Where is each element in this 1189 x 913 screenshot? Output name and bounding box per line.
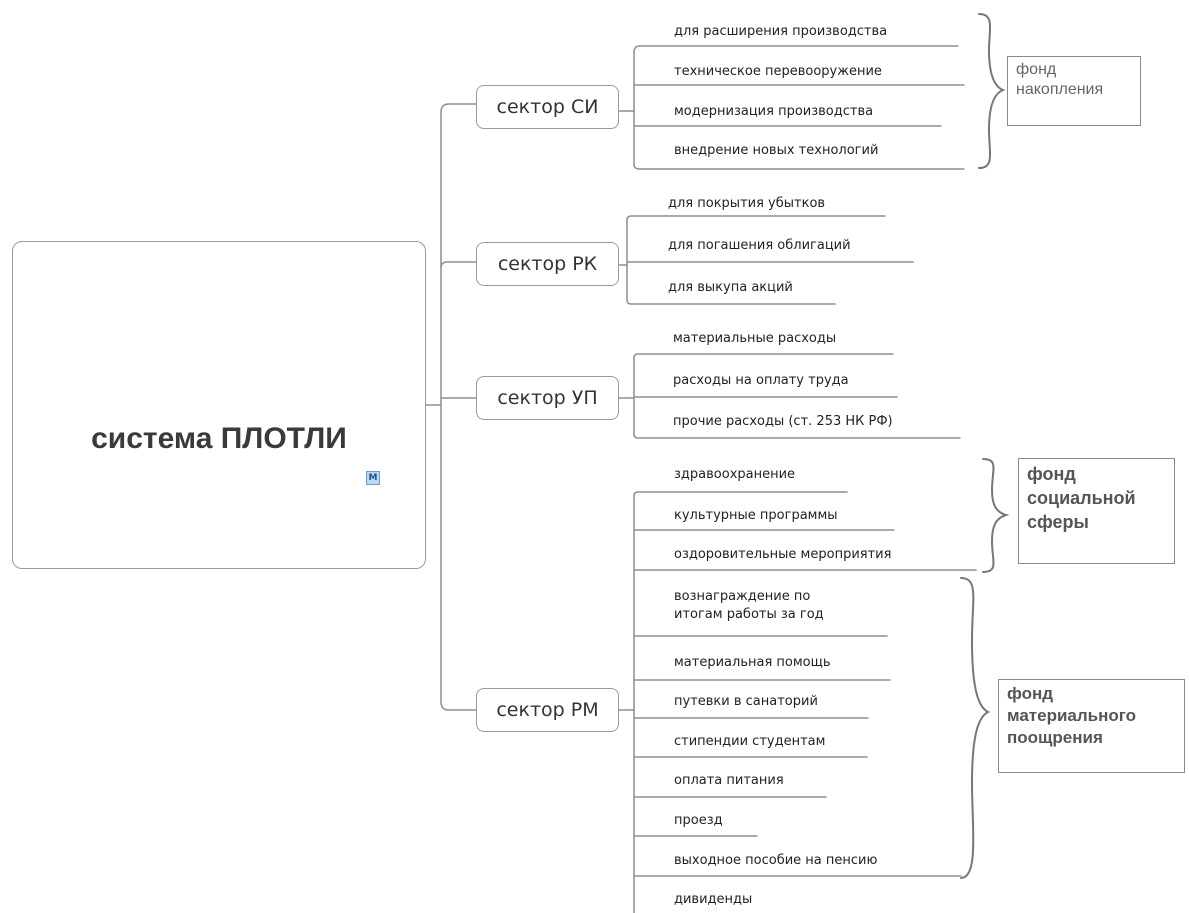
leaf-item[interactable]: техническое перевооружение xyxy=(674,64,882,79)
fund-accumulation-box[interactable]: фонд накопления xyxy=(1007,56,1141,126)
leaf-item[interactable]: здравоохранение xyxy=(674,467,796,482)
fund-incentive-box[interactable]: фонд материального поощрения xyxy=(998,679,1185,773)
leaf-item[interactable]: прочие расходы (ст. 253 НК РФ) xyxy=(673,414,893,429)
leaf-item[interactable]: для погашения облигаций xyxy=(668,238,851,253)
leaf-item[interactable]: вознаграждение по итогам работы за год xyxy=(674,589,824,622)
leaf-item[interactable]: оплата питания xyxy=(674,773,784,788)
fund-line: фонд xyxy=(1016,61,1057,78)
sector-rk-node[interactable]: сектор РК xyxy=(476,242,619,286)
leaf-item[interactable]: расходы на оплату труда xyxy=(673,373,849,388)
leaf-item[interactable]: материальная помощь xyxy=(674,655,831,670)
leaf-item[interactable]: культурные программы xyxy=(674,508,838,523)
sector-si-node[interactable]: сектор СИ xyxy=(476,85,619,129)
leaf-item[interactable]: материальные расходы xyxy=(673,331,837,346)
central-topic[interactable]: система ПЛОТЛИ M xyxy=(12,241,426,569)
markers-badge-icon[interactable]: M xyxy=(366,471,380,485)
central-title: система ПЛОТЛИ xyxy=(91,422,347,455)
leaf-item[interactable]: для покрытия убытков xyxy=(668,196,826,211)
fund-line: материального xyxy=(1007,706,1137,725)
fund-line: социальной xyxy=(1027,488,1136,508)
leaf-item[interactable]: выходное пособие на пенсию xyxy=(674,853,878,868)
leaf-item[interactable]: внедрение новых технологий xyxy=(674,143,879,158)
leaf-item[interactable]: стипендии студентам xyxy=(674,734,826,749)
leaf-item[interactable]: дивиденды xyxy=(674,892,753,907)
leaf-item[interactable]: проезд xyxy=(674,813,723,828)
leaf-item[interactable]: для расширения производства xyxy=(674,24,888,39)
fund-line: фонд xyxy=(1007,684,1054,703)
fund-line: накопления xyxy=(1016,81,1104,98)
fund-line: поощрения xyxy=(1007,728,1103,747)
leaf-item[interactable]: путевки в санаторий xyxy=(674,694,818,709)
sector-up-node[interactable]: сектор УП xyxy=(476,376,619,420)
sector-rm-node[interactable]: сектор РМ xyxy=(476,688,619,732)
leaf-item[interactable]: оздоровительные мероприятия xyxy=(674,547,892,562)
fund-line: фонд xyxy=(1027,464,1076,484)
fund-line: сферы xyxy=(1027,512,1089,532)
leaf-item[interactable]: модернизация производства xyxy=(674,104,874,119)
fund-social-box[interactable]: фонд социальной сферы xyxy=(1018,458,1175,564)
leaf-item[interactable]: для выкупа акций xyxy=(668,280,793,295)
